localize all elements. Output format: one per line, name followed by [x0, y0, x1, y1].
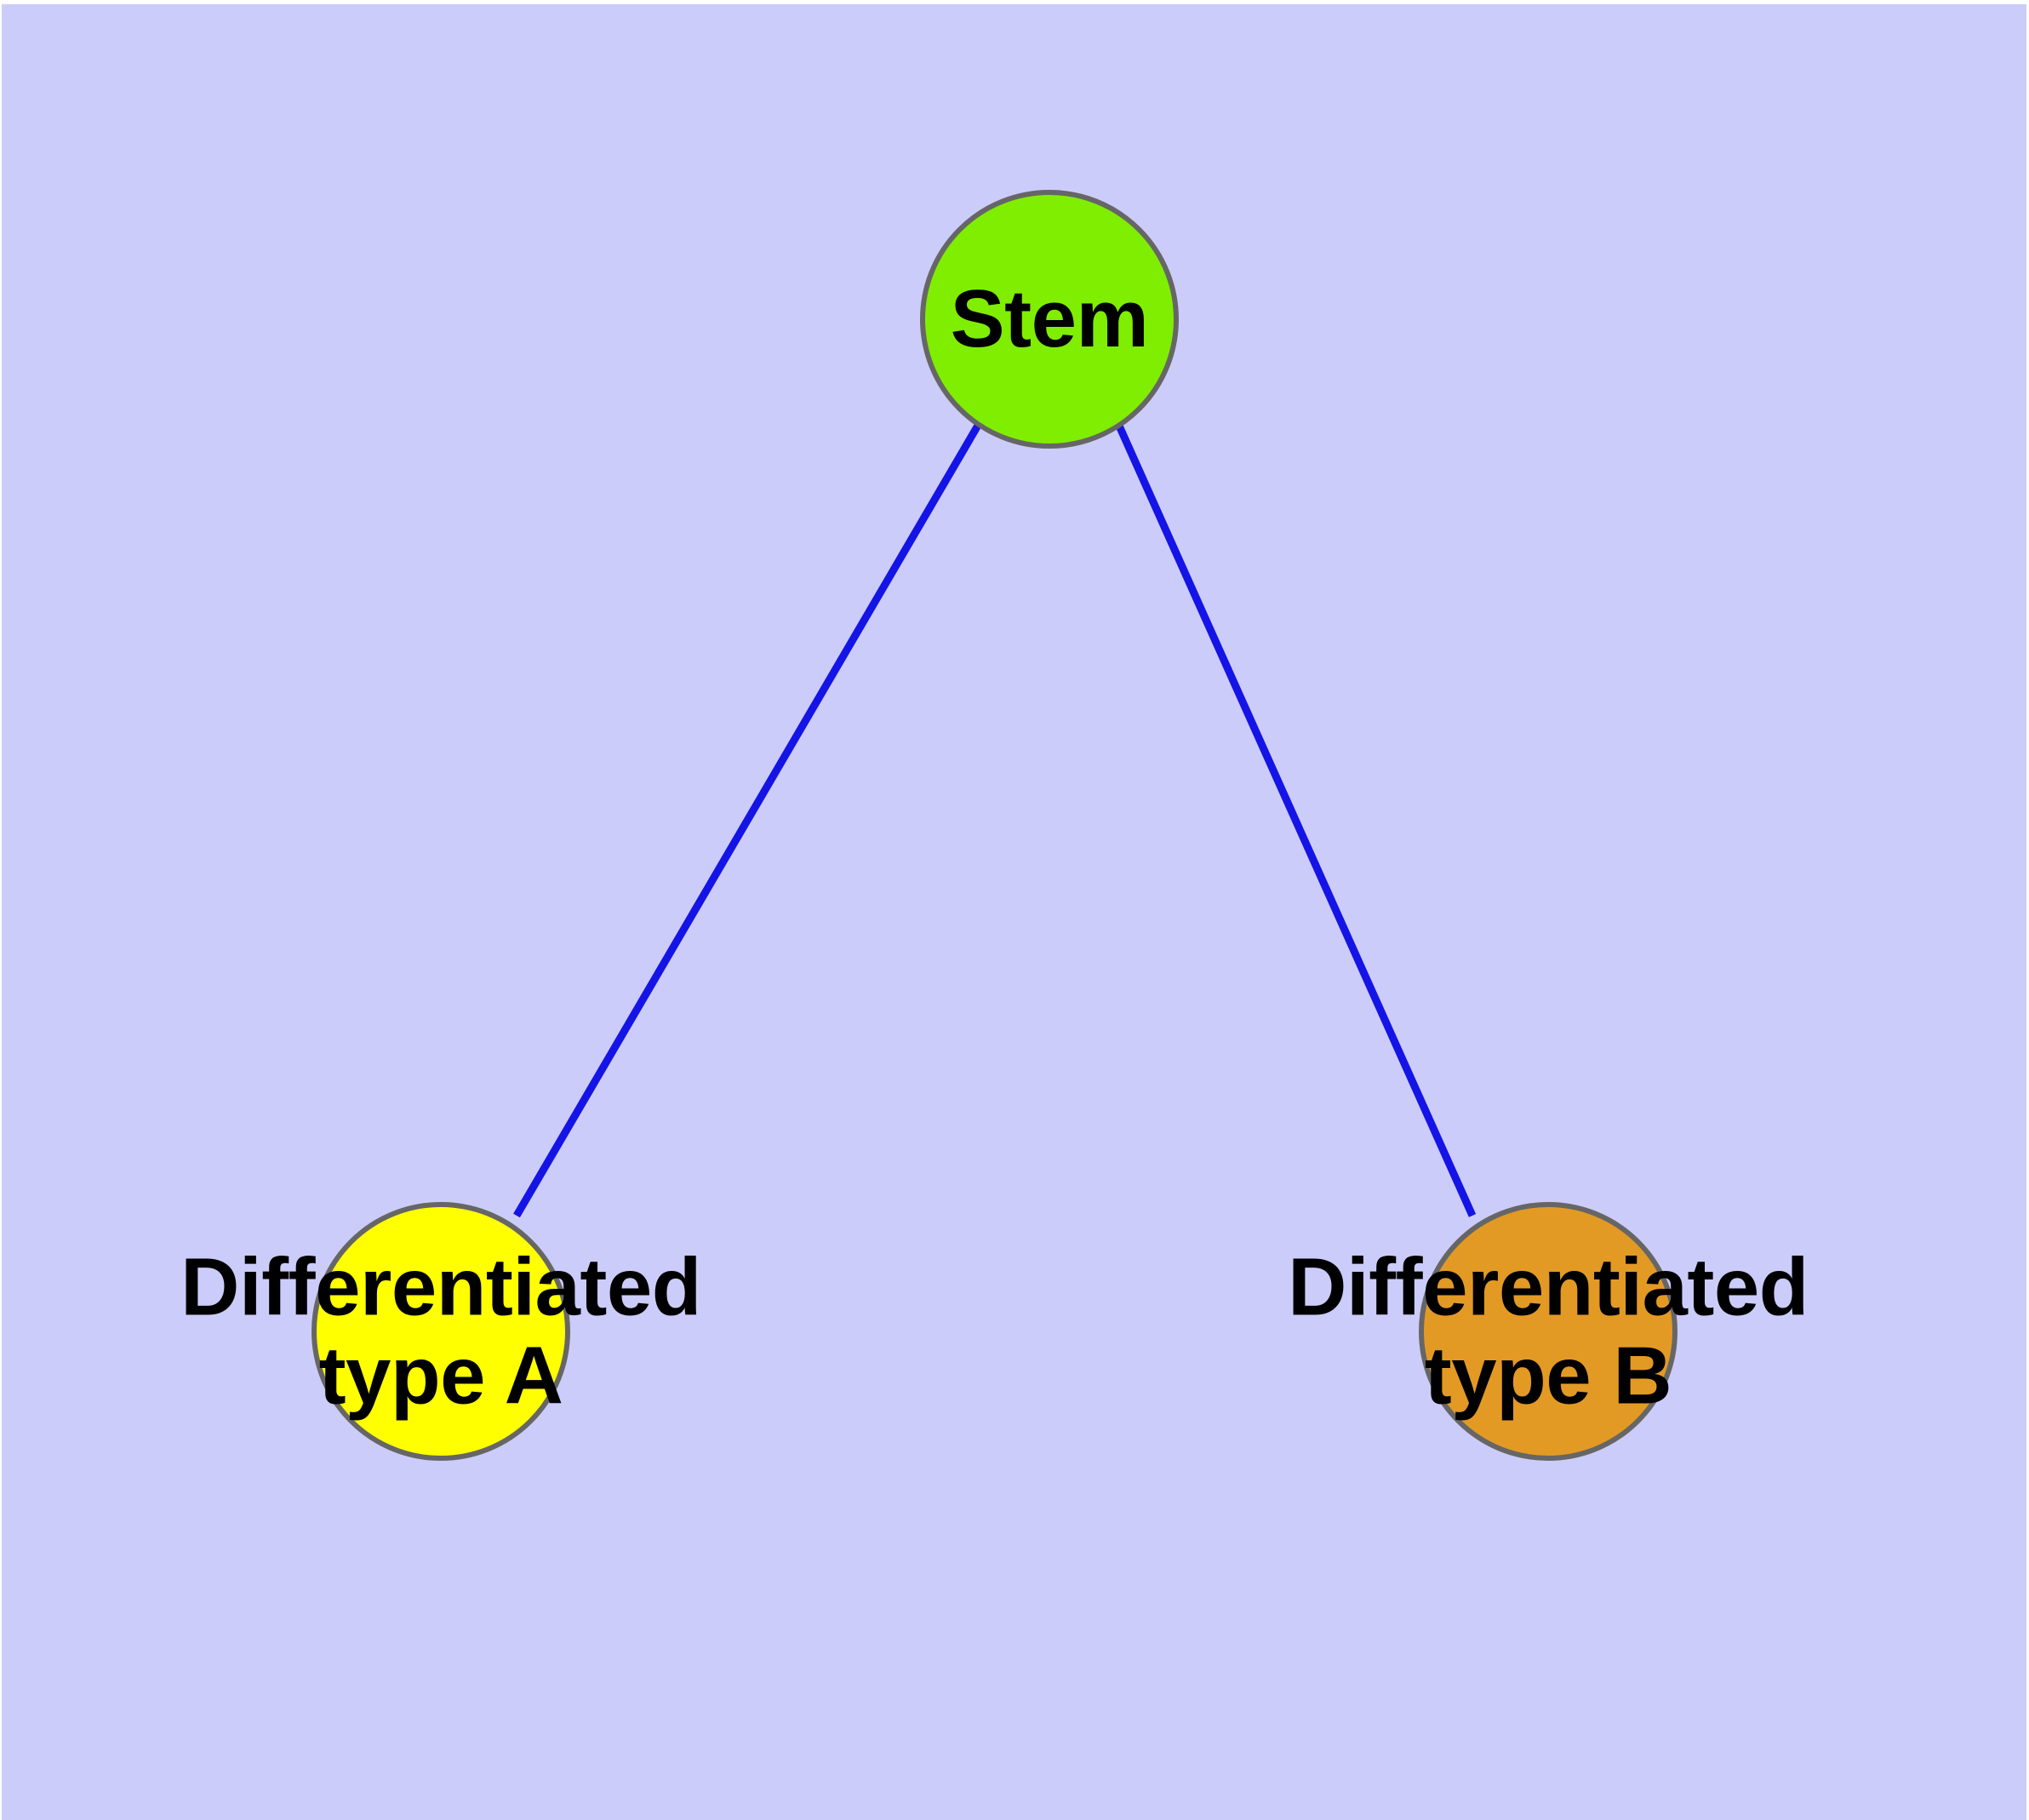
graph-edge-stem-a — [513, 421, 982, 1218]
graph-node-diff_b[interactable] — [1419, 1202, 1677, 1461]
node-layer — [311, 190, 1677, 1461]
edge-layer — [513, 421, 1477, 1218]
graph-node-diff_a[interactable] — [311, 1202, 570, 1461]
graph-node-stem[interactable] — [920, 190, 1179, 449]
graph-edge-stem-b — [1114, 422, 1477, 1217]
